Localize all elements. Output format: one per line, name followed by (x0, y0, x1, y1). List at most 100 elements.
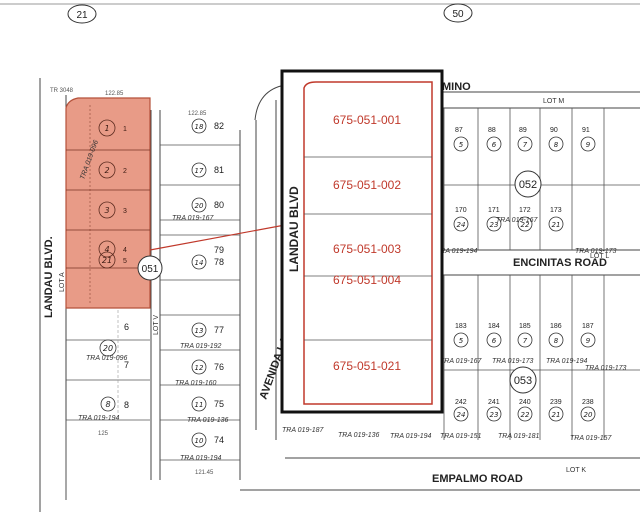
lot-circle (98, 240, 116, 258)
east-lot-circle (548, 406, 564, 422)
block-circle-052[interactable]: 052 (514, 170, 542, 198)
block-label-053: 053 (514, 375, 532, 387)
callout-box[interactable]: LANDAU BLVD 675-051-001 675-051-002 675-… (280, 69, 444, 414)
lot-circle-label: 4 (104, 245, 109, 254)
east-lot-number: 186 (550, 323, 562, 330)
highlighted-parcels[interactable] (65, 97, 151, 309)
block-circle-051[interactable]: 051 (137, 255, 163, 281)
svg-text:TRA 019-136: TRA 019-136 (338, 432, 379, 439)
east-lot-number: 242 (455, 399, 467, 406)
middle-lot-circle (191, 396, 207, 412)
parcel-002-label[interactable]: 675-051-002 (333, 178, 401, 192)
middle-lot-circle-label: 14 (195, 259, 204, 267)
east-lot-circle-label: 7 (523, 141, 528, 149)
camino-label: MINO (442, 81, 471, 93)
east-lot-number: 88 (488, 127, 496, 134)
east-lot-circle (548, 332, 564, 348)
page-number-circle-center: 50 (443, 3, 473, 23)
svg-text:TRA 019-160: TRA 019-160 (175, 380, 216, 387)
middle-lot-number: 80 (214, 200, 224, 210)
callout-connector (149, 224, 286, 251)
svg-text:TRA 019-194: TRA 019-194 (78, 415, 119, 422)
east-lot-number: 187 (582, 323, 594, 330)
landau-blvd-label: LANDAU BLVD. (43, 236, 55, 318)
svg-text:TRA 019-151: TRA 019-151 (440, 433, 481, 440)
middle-lot-number: 78 (214, 257, 224, 267)
lot-circle-label: 21 (102, 256, 112, 265)
middle-lot-number: 75 (214, 399, 224, 409)
lot-number: 2 (123, 168, 127, 175)
parcel-003-label[interactable]: 675-051-003 (333, 242, 401, 256)
block-circle-053[interactable]: 053 (509, 366, 537, 394)
west-lots: 6 7 8 20 8 (99, 322, 129, 412)
svg-text:TRA 019-173: TRA 019-173 (492, 358, 533, 365)
svg-text:TRA 019-194: TRA 019-194 (390, 433, 431, 440)
middle-lot-number: 79 (214, 245, 224, 255)
east-lot-number: 184 (488, 323, 500, 330)
east-lot-number: 91 (582, 127, 590, 134)
block-label-051: 051 (142, 264, 159, 275)
east-lot-circle-label: 8 (554, 141, 559, 149)
east-lot-number: 87 (455, 127, 463, 134)
page-number-circle-left: 21 (67, 4, 97, 24)
lot-circle (98, 119, 116, 137)
middle-lot-circle (191, 162, 207, 178)
svg-text:TRA 019-194: TRA 019-194 (180, 455, 221, 462)
middle-lot-number: 82 (214, 121, 224, 131)
east-lot-number: 241 (488, 399, 500, 406)
east-lot-circle (486, 136, 502, 152)
east-lot-circle (517, 332, 533, 348)
lot-a-label: LOT A (59, 272, 66, 292)
parcel-004-label[interactable]: 675-051-004 (333, 273, 401, 287)
svg-text:TRA 019-181: TRA 019-181 (498, 433, 539, 440)
middle-lot-circle-label: 17 (195, 167, 204, 175)
east-lot-circle-label: 7 (523, 337, 528, 345)
tra-labels: TRA 019-096 TRA 019-096 TRA 019-194 TRA … (78, 139, 626, 462)
middle-lot-circle (191, 254, 207, 270)
dim-west-bottom: 125 (98, 431, 109, 437)
east-lot-circle (453, 332, 469, 348)
dim-middle-top: 122.85 (188, 111, 207, 117)
east-lot-number: 240 (519, 399, 531, 406)
middle-lot-circle (191, 118, 207, 134)
lot-m-label: LOT M (543, 98, 564, 105)
east-lot-circle-label: 23 (490, 221, 499, 229)
lot-number: 3 (123, 208, 127, 215)
east-lot-number: 238 (582, 399, 594, 406)
middle-lot-circle (191, 197, 207, 213)
svg-text:8: 8 (124, 400, 129, 410)
middle-lot-circle (191, 359, 207, 375)
east-lot-circle (580, 406, 596, 422)
east-lot-circle-label: 9 (586, 141, 591, 149)
svg-text:TRA 019-167: TRA 019-167 (172, 215, 214, 222)
lot-circle (98, 161, 116, 179)
svg-text:TRA 019-136: TRA 019-136 (187, 417, 228, 424)
svg-text:TRA 019-187: TRA 019-187 (282, 427, 324, 434)
middle-lot-circle-label: 20 (195, 202, 204, 210)
lot-number: 5 (123, 258, 127, 265)
svg-text:20: 20 (103, 344, 113, 353)
empalmo-road-label: EMPALMO ROAD (432, 473, 523, 485)
east-lot-circle (548, 216, 564, 232)
east-lot-circle-label: 22 (521, 221, 530, 229)
east-lot-circle (486, 332, 502, 348)
svg-text:7: 7 (124, 360, 129, 370)
east-lot-circle-label: 5 (459, 141, 464, 149)
lot-l-label: LOT L (590, 253, 609, 260)
east-lot-circle (486, 406, 502, 422)
parcel-001-label[interactable]: 675-051-001 (333, 113, 401, 127)
east-lot-circle-label: 6 (492, 337, 497, 345)
east-lot-circle-label: 20 (584, 411, 593, 419)
east-lot-circle-label: 6 (492, 141, 497, 149)
page-number-left: 21 (76, 10, 88, 21)
east-lot-circle (486, 216, 502, 232)
dim-middle-bottom: 121.45 (195, 470, 214, 476)
east-lot-number: 171 (488, 207, 500, 214)
east-lot-number: 183 (455, 323, 467, 330)
parcel-021-label[interactable]: 675-051-021 (333, 359, 401, 373)
middle-lot-number: 81 (214, 165, 224, 175)
middle-lot-circle-label: 11 (195, 401, 204, 409)
lot-circle-label: 3 (104, 206, 109, 215)
